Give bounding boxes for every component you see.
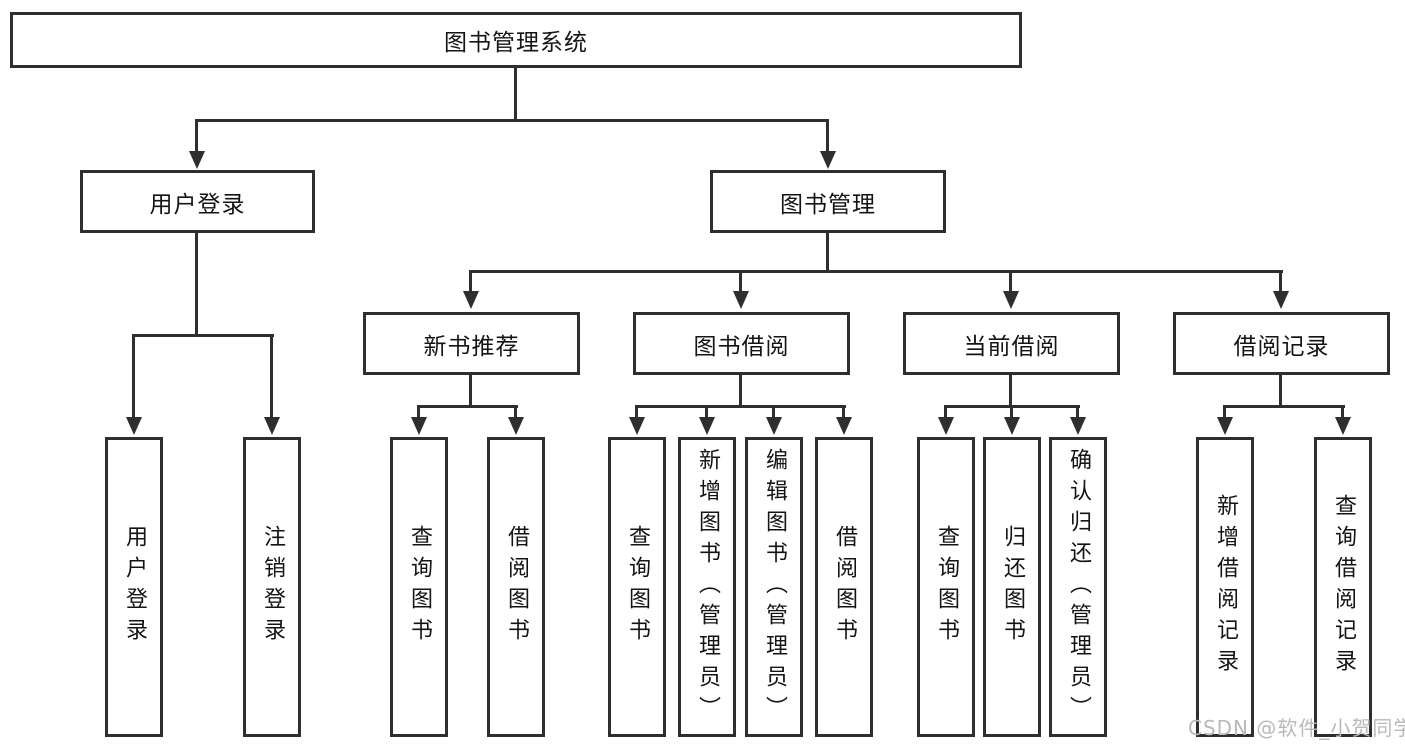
watermark: CSDN @软件_小贺同学 <box>1188 716 1405 740</box>
leaf-edit-book-admin: 编辑图书（管理员） <box>745 437 803 737</box>
arrowhead <box>1335 417 1351 435</box>
connector-new-book-stem <box>469 375 472 407</box>
connector-root-stem <box>514 68 517 119</box>
node-book-borrowing: 图书借阅 <box>633 312 850 375</box>
connector-user-login-split <box>132 334 274 337</box>
arrowhead-book-management <box>820 151 836 169</box>
arrowhead-leaf-user-login <box>126 417 142 435</box>
arrowhead-current-borrow <box>1003 291 1019 309</box>
node-borrowing-records: 借阅记录 <box>1173 312 1390 375</box>
connector-drop <box>417 405 420 419</box>
node-book-management: 图书管理 <box>710 170 946 233</box>
leaf-return-book: 归还图书 <box>983 437 1041 737</box>
connector-drop <box>842 405 845 419</box>
arrowhead <box>699 417 715 435</box>
arrowhead-book-borrow <box>733 291 749 309</box>
connector-drop <box>1223 405 1226 419</box>
connector-drop <box>1010 405 1013 419</box>
arrowhead <box>1070 417 1086 435</box>
leaf-query-books-current: 查询图书 <box>917 437 975 737</box>
arrowhead <box>938 417 954 435</box>
connector-drop-leaf-user-login <box>132 334 135 419</box>
connector-user-login-stem <box>195 233 198 337</box>
connector-drop-borrow-records <box>1279 270 1282 292</box>
arrowhead-borrow-records <box>1273 291 1289 309</box>
arrowhead <box>508 417 524 435</box>
arrowhead-user-login <box>189 151 205 169</box>
leaf-query-books-borrowing: 查询图书 <box>608 437 666 737</box>
connector-book-borrow-stem <box>739 375 742 407</box>
connector-drop-leaf-logout <box>270 334 273 419</box>
node-new-book-recommendation: 新书推荐 <box>363 312 580 375</box>
connector-drop-book-management <box>826 119 829 152</box>
leaf-add-book-admin: 新增图书（管理员） <box>678 437 736 737</box>
arrowhead <box>629 417 645 435</box>
leaf-user-login: 用户登录 <box>105 437 163 737</box>
arrowhead <box>1217 417 1233 435</box>
connector-borrow-records-stem <box>1279 375 1282 407</box>
connector-drop <box>944 405 947 419</box>
node-root: 图书管理系统 <box>10 12 1022 68</box>
connector-drop <box>772 405 775 419</box>
arrowhead <box>411 417 427 435</box>
connector-drop-new-book <box>469 270 472 292</box>
node-current-borrowing: 当前借阅 <box>903 312 1120 375</box>
connector-book-management-split <box>469 270 1283 273</box>
leaf-borrow-books-recommend: 借阅图书 <box>487 437 545 737</box>
arrowhead-leaf-logout <box>264 417 280 435</box>
connector-borrow-records-split <box>1223 405 1345 408</box>
connector-drop <box>1076 405 1079 419</box>
connector-drop-user-login <box>195 119 198 152</box>
arrowhead <box>1004 417 1020 435</box>
arrowhead-new-book <box>463 291 479 309</box>
connector-new-book-split <box>417 405 518 408</box>
arrowhead <box>766 417 782 435</box>
connector-drop <box>635 405 638 419</box>
connector-current-borrow-stem <box>1009 375 1012 407</box>
connector-root-split <box>195 119 829 122</box>
leaf-add-borrow-record: 新增借阅记录 <box>1196 437 1254 737</box>
connector-drop-current-borrow <box>1009 270 1012 292</box>
node-user-login: 用户登录 <box>80 170 315 233</box>
leaf-logout: 注销登录 <box>243 437 301 737</box>
connector-book-management-stem <box>826 233 829 273</box>
connector-drop <box>705 405 708 419</box>
leaf-borrow-books-borrowing: 借阅图书 <box>815 437 873 737</box>
connector-drop <box>514 405 517 419</box>
leaf-confirm-return-admin: 确认归还（管理员） <box>1049 437 1107 737</box>
connector-drop <box>1341 405 1344 419</box>
connector-book-borrow-split <box>635 405 846 408</box>
leaf-query-books-recommend: 查询图书 <box>390 437 448 737</box>
connector-drop-book-borrow <box>739 270 742 292</box>
arrowhead <box>836 417 852 435</box>
leaf-query-borrow-record: 查询借阅记录 <box>1314 437 1372 737</box>
